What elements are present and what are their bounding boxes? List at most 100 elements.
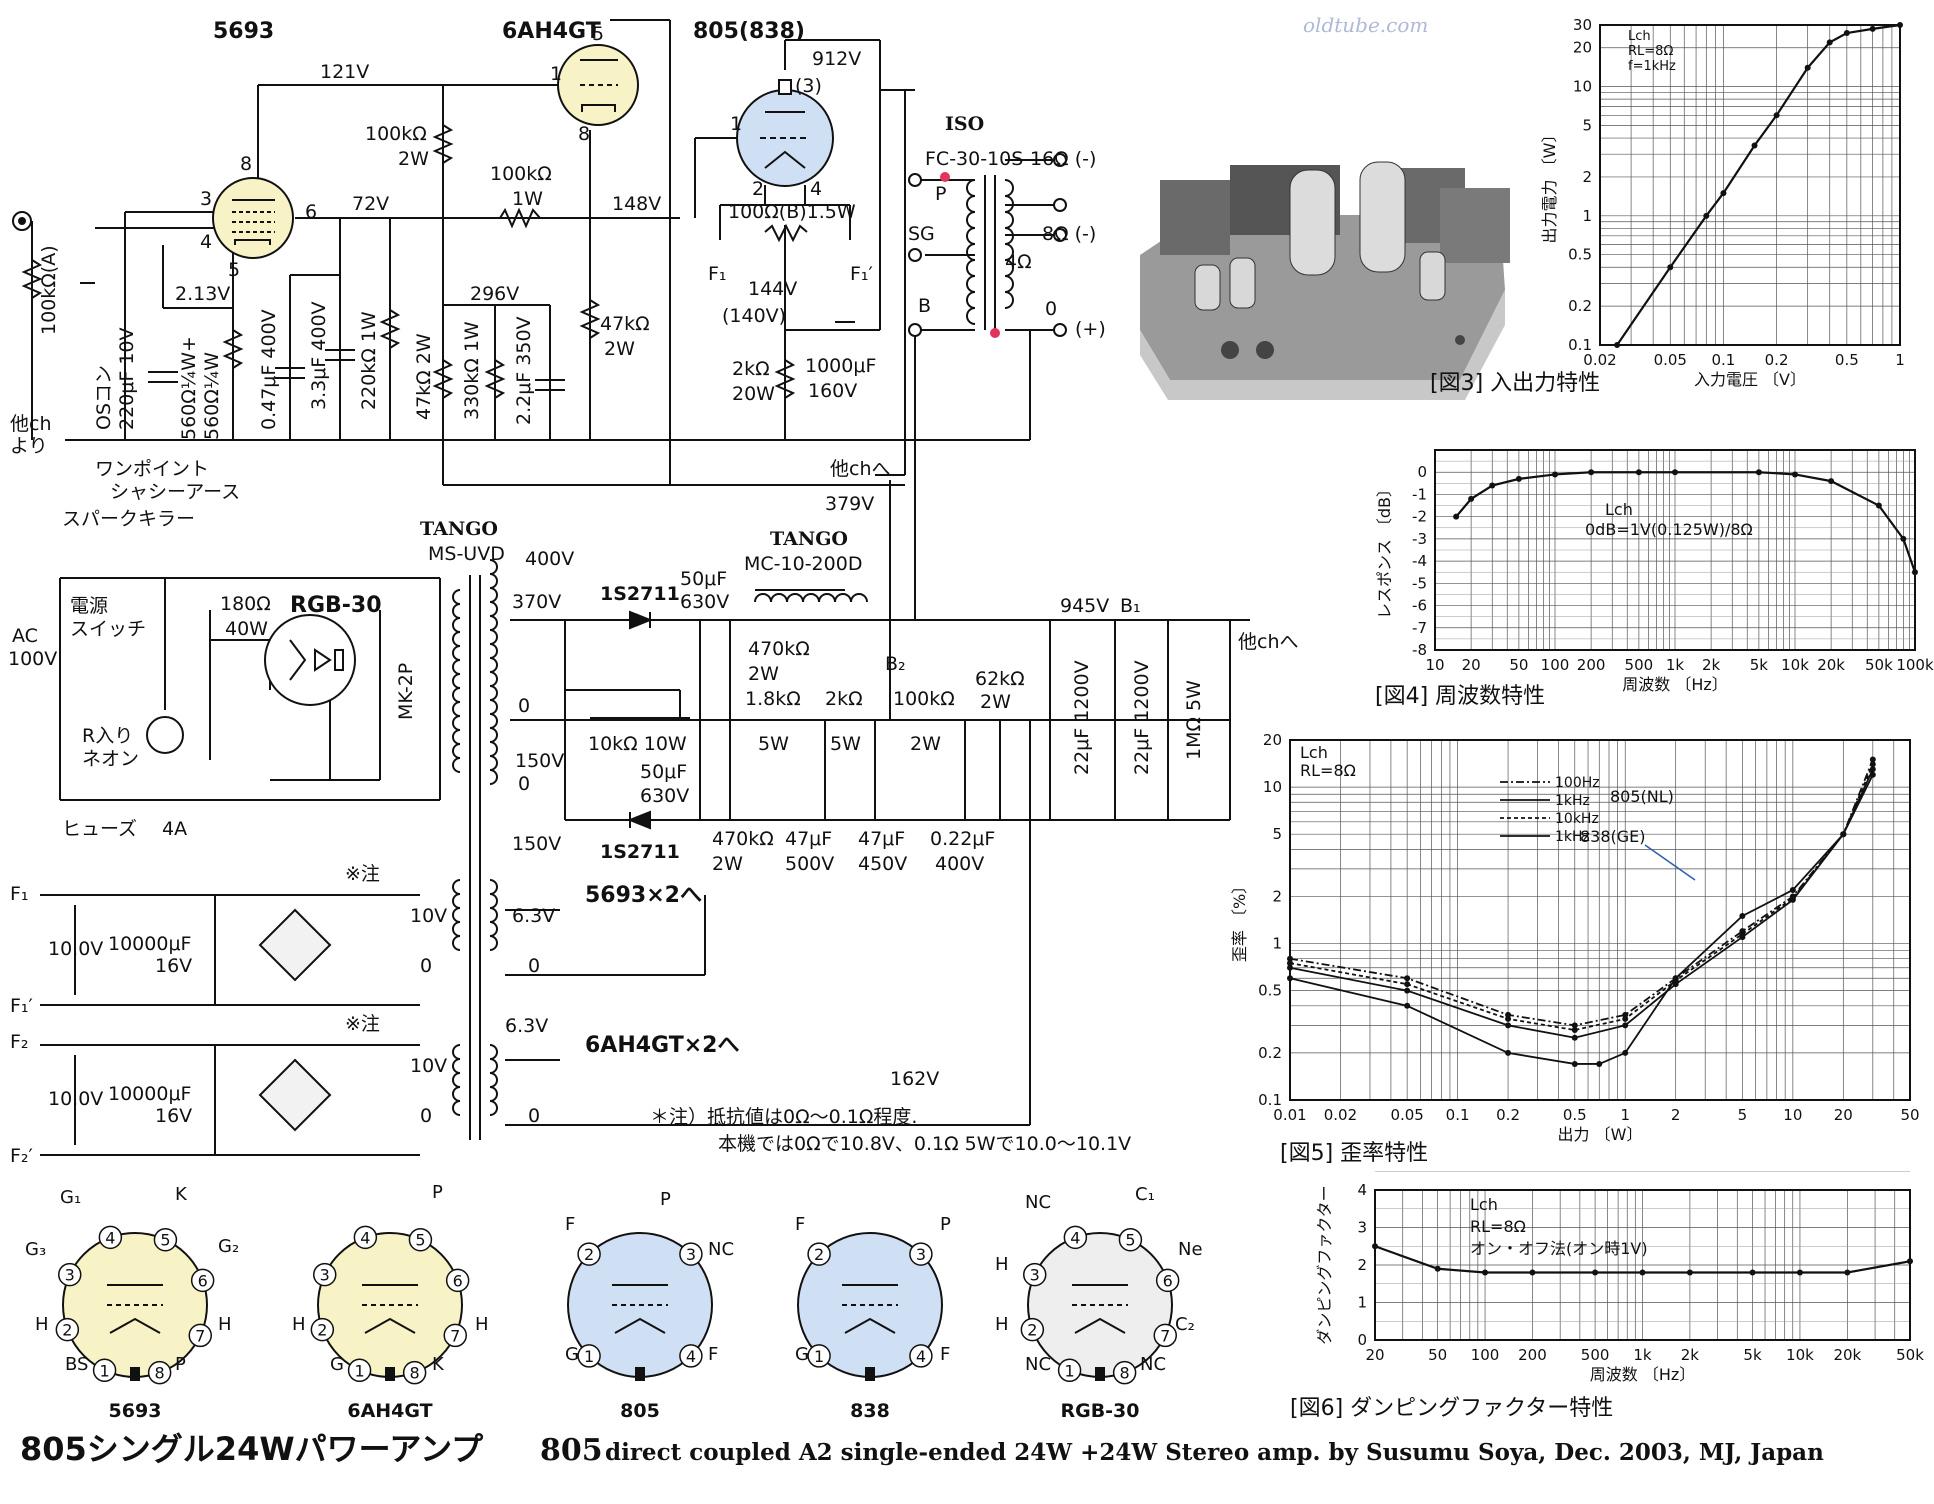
- svg-text:379V: 379V: [825, 493, 874, 515]
- data-point: [1869, 25, 1876, 32]
- electrode-filament: [844, 1317, 896, 1334]
- x-tick-label: 1: [1620, 1106, 1630, 1124]
- x-tick-label: 0.5: [1835, 351, 1859, 369]
- base-key: [865, 1367, 875, 1381]
- svg-text:SG: SG: [908, 223, 935, 245]
- chart-title: [図6] ダンピングファクター特性: [1290, 1396, 1613, 1421]
- svg-text:FC-30-10S: FC-30-10S: [925, 148, 1023, 170]
- pin-number: 2: [584, 1245, 594, 1264]
- svg-text:スパークキラー: スパークキラー: [62, 508, 195, 530]
- pin-number: 6: [453, 1271, 463, 1290]
- pin-label: G₃: [25, 1239, 46, 1260]
- pin-5: [1118, 1227, 1143, 1252]
- pin-label: BS: [65, 1354, 88, 1375]
- svg-text:1: 1: [730, 113, 742, 135]
- pin-1: [1057, 1358, 1082, 1383]
- svg-text:RGB-30: RGB-30: [290, 593, 382, 618]
- svg-text:2W: 2W: [980, 691, 1011, 713]
- pin-number: 1: [1064, 1361, 1074, 1380]
- data-point: [1789, 886, 1796, 893]
- svg-text:(3): (3): [795, 75, 822, 97]
- svg-text:630V: 630V: [680, 591, 729, 613]
- y-tick-label: 0.1: [1258, 1091, 1282, 1109]
- pin-label: G₂: [218, 1236, 239, 1257]
- pin-label: H: [475, 1314, 489, 1335]
- x-tick-label: 0.5: [1563, 1106, 1587, 1124]
- svg-text:47μF: 47μF: [785, 828, 832, 850]
- pin-number: 7: [450, 1326, 460, 1345]
- svg-text:0: 0: [528, 1105, 540, 1127]
- x-tick-label: 50: [1428, 1346, 1447, 1364]
- data-point: [1773, 112, 1780, 119]
- base-name: RGB-30: [1060, 1400, 1139, 1422]
- svg-text:F₁′: F₁′: [850, 263, 873, 285]
- svg-text:0: 0: [528, 955, 540, 977]
- pin-5: [153, 1227, 178, 1252]
- svg-text:22μF 1200V: 22μF 1200V: [1131, 660, 1153, 775]
- pin-label: F: [708, 1344, 718, 1365]
- output-labels: ISO FC-30-10S 16Ω (-) 8Ω (-) 4Ω 0 (+) P …: [908, 113, 1106, 340]
- svg-text:2W: 2W: [398, 148, 429, 170]
- data-point: [1875, 502, 1882, 509]
- y-tick-label: 0.2: [1568, 297, 1592, 315]
- svg-text:4A: 4A: [162, 818, 187, 840]
- x-tick-label: 10: [1783, 1106, 1802, 1124]
- data-point: [1404, 975, 1411, 982]
- svg-text:1S2711: 1S2711: [600, 841, 680, 863]
- pin-label: NC: [1025, 1192, 1051, 1213]
- amp-components: [12, 124, 855, 399]
- chart-annotation: RL=8Ω: [1628, 44, 1673, 59]
- svg-text:F₁′: F₁′: [10, 995, 33, 1017]
- electrode-filament: [109, 1317, 161, 1334]
- pin-2: [55, 1317, 80, 1342]
- x-tick-label: 5k: [1743, 1346, 1762, 1364]
- data-point: [1614, 342, 1621, 348]
- svg-text:450V: 450V: [858, 853, 907, 875]
- base-name: 5693: [109, 1400, 162, 1422]
- pin-6: [190, 1268, 215, 1293]
- plot-frame: [1434, 449, 1916, 651]
- amp-vertical-labels: 100kΩ(A) OSコン 220μF 10V 560Ω¼W+ 560Ω¼W 0…: [38, 245, 535, 440]
- x-tick-label: 10: [1425, 656, 1444, 674]
- x-tick-label: 200: [1518, 1346, 1547, 1364]
- svg-text:1.8kΩ: 1.8kΩ: [745, 688, 801, 710]
- data-point: [1804, 64, 1811, 71]
- base-key: [385, 1367, 395, 1381]
- svg-text:100V: 100V: [8, 648, 57, 670]
- svg-text:他ch: 他ch: [10, 413, 52, 435]
- data-point: [1703, 212, 1710, 219]
- power-labels: スパークキラー TANGO MS-UVD TANGO MC-10-200D 電源…: [8, 508, 1299, 875]
- svg-text:他chへ: 他chへ: [1238, 631, 1299, 653]
- title-jp: 805シングル24Wパワーアンプ: [20, 1430, 484, 1468]
- pin-1: [347, 1358, 372, 1383]
- svg-text:ワンポイント: ワンポイント: [95, 458, 209, 480]
- pin-label: H: [292, 1314, 306, 1335]
- pin-number: 3: [1030, 1266, 1040, 1285]
- base-key: [130, 1367, 140, 1381]
- chart-annotation: RL=8Ω: [1470, 1217, 1526, 1236]
- pin-label: H: [35, 1314, 49, 1335]
- svg-text:47kΩ: 47kΩ: [600, 313, 650, 335]
- svg-text:10V: 10V: [410, 1055, 447, 1077]
- y-tick-label: 0.5: [1568, 246, 1592, 264]
- pin-number: 4: [686, 1347, 696, 1366]
- x-tick-label: 50: [1900, 1106, 1919, 1124]
- svg-text:912V: 912V: [812, 48, 861, 70]
- svg-text:100kΩ: 100kΩ: [490, 163, 552, 185]
- data-point: [1639, 1269, 1646, 1276]
- pin-number: 5: [415, 1231, 425, 1250]
- pin-label: G: [565, 1344, 579, 1365]
- pin-label: F: [565, 1214, 575, 1235]
- pin-number: 2: [317, 1321, 327, 1340]
- svg-text:MK-2P: MK-2P: [395, 663, 417, 720]
- base-name: 805: [620, 1400, 660, 1422]
- pin-3: [312, 1262, 337, 1287]
- svg-text:16Ω (-): 16Ω (-): [1030, 148, 1096, 170]
- data-point: [1789, 895, 1796, 902]
- data-point: [1571, 1022, 1578, 1029]
- svg-text:5W: 5W: [830, 733, 861, 755]
- data-point: [1897, 22, 1903, 28]
- tube-label-805: 805(838): [693, 19, 805, 44]
